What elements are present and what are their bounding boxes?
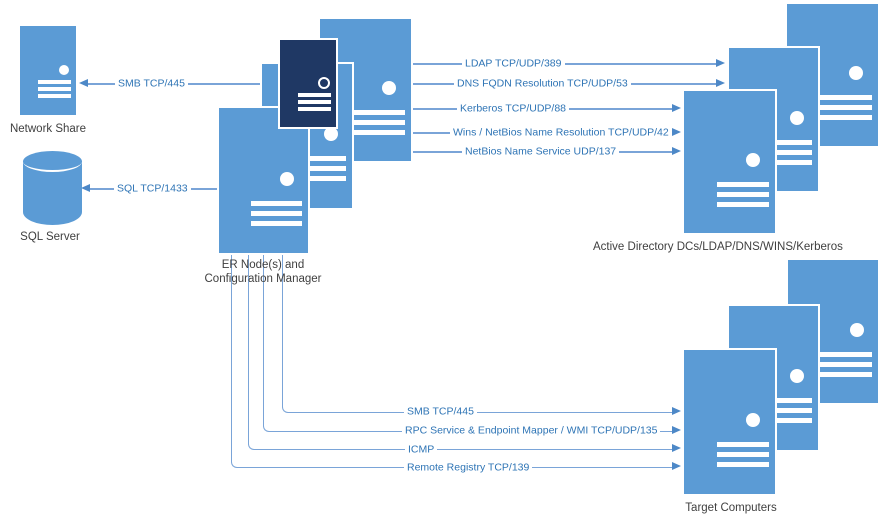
network-share-server-icon (18, 24, 78, 117)
sql-server-label: SQL Server (20, 231, 80, 243)
arrowhead-left-icon (81, 184, 90, 192)
sql-server-database-icon (23, 151, 82, 225)
arrowhead-right-icon (672, 444, 681, 452)
arrow-label-kerberos: Kerberos TCP/UDP/88 (457, 102, 570, 116)
er-cluster-label: ER Node(s) and Configuration Manager (204, 259, 322, 285)
ad-server-front-icon (682, 89, 777, 235)
arrow-label-wins: Wins / NetBios Name Resolution TCP/UDP/4… (450, 126, 672, 140)
er-server-navy-icon (278, 38, 338, 129)
server-bars-icon (38, 80, 71, 99)
arrow-label-icmp: ICMP (405, 443, 438, 457)
arrow-label-dns: DNS FQDN Resolution TCP/UDP/53 (454, 77, 631, 91)
arrow-label-remote-registry: Remote Registry TCP/139 (404, 461, 533, 475)
target-server-front-icon (682, 348, 777, 496)
active-directory-label: Active Directory DCs/LDAP/DNS/WINS/Kerbe… (593, 241, 843, 253)
arrowhead-right-icon (672, 128, 681, 136)
arrowhead-left-icon (79, 79, 88, 87)
arrow-label-smb-share: SMB TCP/445 (115, 77, 188, 91)
er-server-front-icon (217, 106, 310, 255)
arrow-label-ldap: LDAP TCP/UDP/389 (462, 57, 565, 71)
arrowhead-right-icon (672, 426, 681, 434)
arrowhead-right-icon (672, 147, 681, 155)
arrowhead-right-icon (672, 104, 681, 112)
arrowhead-right-icon (672, 407, 681, 415)
server-dot-icon (59, 65, 70, 76)
target-computers-label: Target Computers (685, 502, 777, 514)
arrow-label-netbios: NetBios Name Service UDP/137 (462, 145, 620, 159)
arrow-label-rpc: RPC Service & Endpoint Mapper / WMI TCP/… (402, 424, 661, 438)
arrowhead-right-icon (716, 79, 725, 87)
arrow-label-smb-target: SMB TCP/445 (404, 405, 477, 419)
arrowhead-right-icon (672, 462, 681, 470)
network-share-label: Network Share (9, 123, 87, 135)
arrow-label-sql: SQL TCP/1433 (114, 182, 191, 196)
arrowhead-right-icon (716, 59, 725, 67)
